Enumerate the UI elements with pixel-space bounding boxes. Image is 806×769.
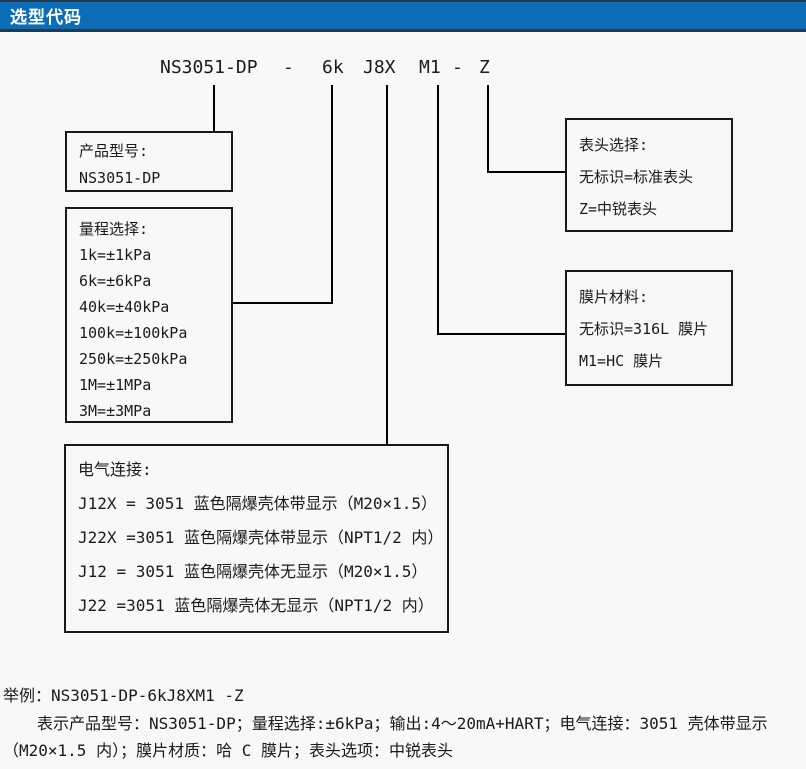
box-diaphragm-title: 膜片材料: xyxy=(579,288,649,306)
box-electrical-title: 电气连接: xyxy=(78,460,152,479)
box-range-line: 100k=±100kPa xyxy=(79,324,188,342)
connector-product-vertical xyxy=(213,85,215,131)
box-display-line: 无标识=标准表头 xyxy=(579,168,694,186)
box-diaphragm-material: 膜片材料: 无标识=316L 膜片 M1=HC 膜片 xyxy=(565,270,733,386)
box-product-model: 产品型号: NS3051-DP xyxy=(65,131,233,192)
code-segment-electrical: J8X xyxy=(363,57,396,78)
code-segment-display: Z xyxy=(479,57,490,78)
box-range-title: 量程选择: xyxy=(79,220,149,238)
code-segment-model: NS3051-DP xyxy=(160,57,258,78)
box-electrical-line: J12X = 3051 蓝色隔爆壳体带显示（M20×1.5） xyxy=(78,494,438,513)
box-product-line: NS3051-DP xyxy=(79,169,161,187)
box-electrical-line: J22 =3051 蓝色隔爆壳体无显示（NPT1/2 内） xyxy=(78,596,434,615)
example-code-line: 举例：NS3051-DP-6kJ8XM1 -Z xyxy=(3,686,244,705)
connector-range-vertical xyxy=(331,85,333,304)
code-segment-diaphragm: M1 xyxy=(419,57,441,78)
connector-range-horizontal xyxy=(232,302,333,304)
box-electrical-line: J22X =3051 蓝色隔爆壳体带显示（NPT1/2 内） xyxy=(78,528,444,547)
box-product-title: 产品型号: xyxy=(79,142,149,160)
example-description-continuation: （M20×1.5 内）；膜片材质：哈 C 膜片；表头选项：中锐表头 xyxy=(3,741,453,760)
example-description-line: 表示产品型号：NS3051-DP；量程选择:±6kPa；输出:4～20mA+HA… xyxy=(37,714,768,733)
box-display-title: 表头选择: xyxy=(579,136,649,154)
section-title: 选型代码 xyxy=(10,8,82,28)
box-display-head: 表头选择: 无标识=标准表头 Z=中锐表头 xyxy=(565,118,733,232)
connector-electrical-vertical xyxy=(386,85,388,444)
box-electrical-line: J12 = 3051 蓝色隔爆壳体无显示（M20×1.5） xyxy=(78,562,428,581)
code-segment-range: 6k xyxy=(322,57,344,78)
connector-diaphragm-vertical xyxy=(437,85,439,335)
section-header-bar: 选型代码 xyxy=(0,0,806,32)
connector-diaphragm-horizontal xyxy=(437,333,565,335)
box-range-line: 1M=±1MPa xyxy=(79,376,152,394)
code-segment-dash-2: - xyxy=(452,57,463,78)
connector-display-horizontal xyxy=(487,171,565,173)
box-electrical-connection: 电气连接: J12X = 3051 蓝色隔爆壳体带显示（M20×1.5） J22… xyxy=(64,444,449,633)
box-range-selection: 量程选择: 1k=±1kPa 6k=±6kPa 40k=±40kPa 100k=… xyxy=(65,207,233,423)
box-range-line: 6k=±6kPa xyxy=(79,272,152,290)
code-segment-dash-1: - xyxy=(283,57,294,78)
box-range-line: 3M=±3MPa xyxy=(79,402,152,420)
box-range-line: 1k=±1kPa xyxy=(79,246,152,264)
connector-display-vertical xyxy=(487,85,489,173)
box-display-line: Z=中锐表头 xyxy=(579,200,658,218)
box-diaphragm-line: M1=HC 膜片 xyxy=(579,352,664,370)
box-range-line: 40k=±40kPa xyxy=(79,298,170,316)
box-range-line: 250k=±250kPa xyxy=(79,350,188,368)
box-diaphragm-line: 无标识=316L 膜片 xyxy=(579,320,709,338)
